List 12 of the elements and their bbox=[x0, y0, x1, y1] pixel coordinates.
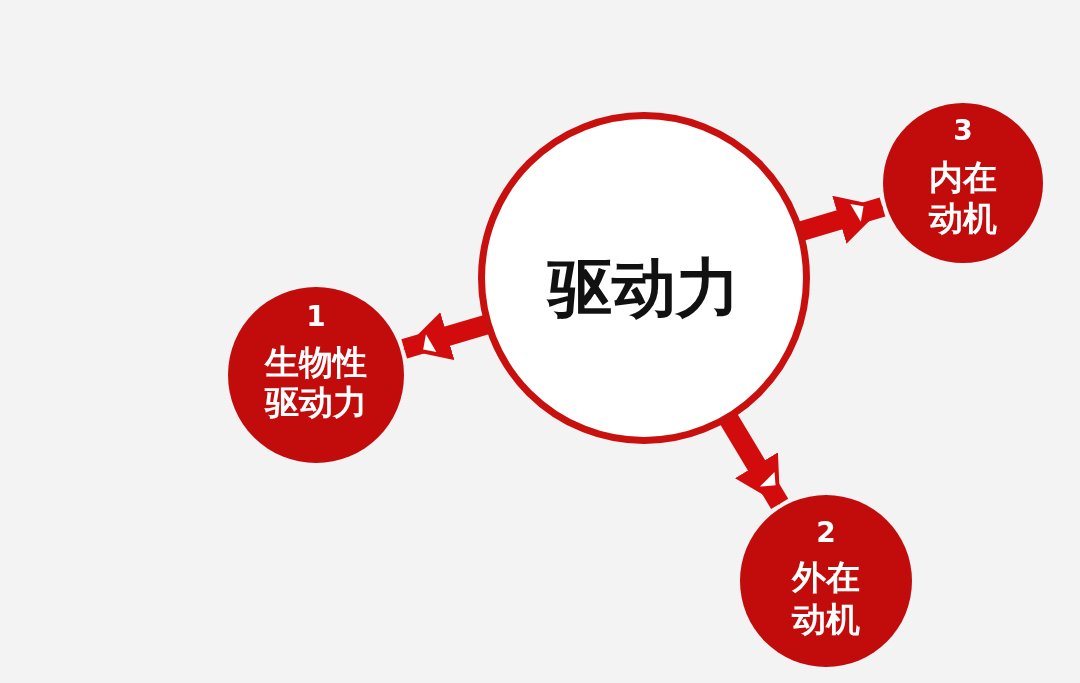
step-number: 3 bbox=[953, 114, 973, 148]
numbered-circle bbox=[883, 103, 1043, 263]
step-number: 2 bbox=[816, 515, 836, 550]
arrow bbox=[719, 412, 789, 509]
node-label: 生物性驱动力 bbox=[263, 342, 368, 423]
numbered-circle bbox=[228, 287, 404, 463]
central-label: 驱动力 bbox=[545, 252, 741, 324]
numbered-circle bbox=[740, 495, 912, 667]
step-number: 1 bbox=[306, 299, 326, 334]
node-label: 内在动机 bbox=[927, 156, 998, 240]
node-label: 外在动机 bbox=[790, 557, 861, 641]
central-circle bbox=[478, 112, 810, 444]
